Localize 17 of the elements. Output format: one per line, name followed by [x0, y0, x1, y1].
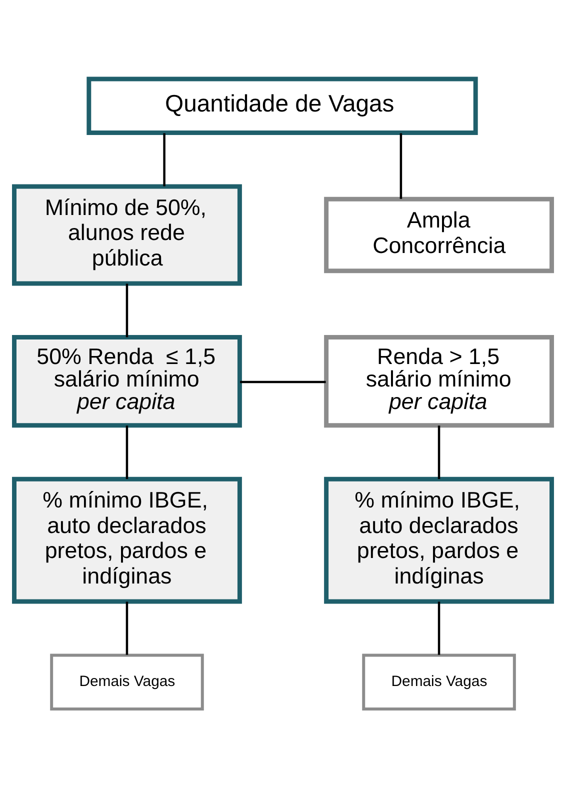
connector — [240, 380, 326, 383]
connector — [126, 283, 128, 337]
node-box: 50% Renda ≤ 1,5 salário mínimo per capita — [12, 334, 242, 428]
node-box: Quantidade de Vagas — [86, 76, 478, 134]
node-box: Renda > 1,5 salário mínimo per capita — [324, 334, 554, 428]
connector — [126, 601, 128, 654]
connector — [438, 601, 440, 654]
connector — [163, 132, 166, 186]
connector — [400, 132, 402, 198]
node-box: Demais Vagas — [50, 653, 204, 710]
node-box: Ampla Concorrência — [324, 196, 554, 273]
node-box: % mínimo IBGE, auto declarados pretos, pardos e indíginas — [12, 476, 242, 604]
connector — [126, 425, 128, 479]
node-box: Demais Vagas — [362, 653, 516, 710]
connector — [438, 425, 440, 479]
node-box: Mínimo de 50%, alunos rede pública — [12, 184, 242, 286]
node-box: % mínimo IBGE, auto declarados pretos, pardos e indíginas — [324, 476, 554, 604]
